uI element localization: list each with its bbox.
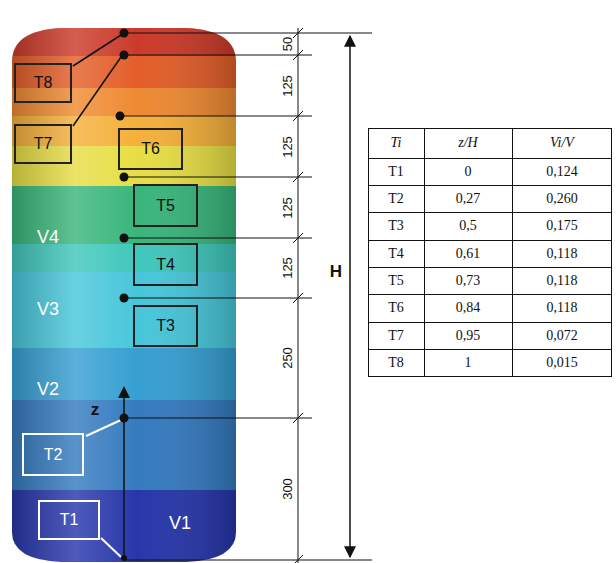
sensor-label: T3 (156, 317, 175, 335)
dimension-value: 125 (281, 136, 295, 158)
table-cell: 0,118 (547, 246, 578, 261)
sensor-dots (116, 29, 129, 562)
table-cell: 0,015 (546, 355, 578, 370)
sensor-label: T5 (156, 197, 175, 215)
volume-label: V2 (37, 380, 59, 400)
dimension-value: 125 (281, 197, 295, 219)
table-header: Vi/V (550, 135, 574, 150)
dimension-label: H (330, 263, 342, 282)
table-cell: T6 (388, 300, 404, 315)
table-cell: 0 (465, 164, 472, 179)
dimension-value: 50 (281, 37, 295, 51)
table-cell: 0,072 (546, 328, 578, 343)
leader-lines (73, 35, 121, 126)
data-table-grid (368, 128, 612, 377)
sensor-box: T6 (118, 128, 183, 170)
table-cell: T7 (388, 328, 404, 343)
table-cell: 0,5 (459, 218, 477, 233)
table-cell: 0,84 (456, 300, 481, 315)
sensor-label: T7 (34, 135, 53, 153)
sensor-box: T7 (14, 124, 72, 164)
extension-lines (120, 33, 372, 560)
table-cell: T8 (388, 355, 404, 370)
table-cell: 0,95 (456, 328, 481, 343)
table-cell: T4 (388, 246, 404, 261)
table-cell: T3 (388, 218, 404, 233)
table-cell: T1 (388, 164, 404, 179)
table-cell: 1 (465, 355, 472, 370)
table-cell: 0,124 (546, 164, 578, 179)
sensor-box: T3 (133, 305, 198, 347)
sensor-label: T4 (156, 256, 175, 274)
table-cell: T5 (388, 273, 404, 288)
dimension-value: 250 (281, 347, 295, 369)
volume-label: V4 (37, 228, 59, 248)
table-cell: 0,175 (546, 218, 578, 233)
table-cell: T2 (388, 191, 404, 206)
table-cell: 0,61 (456, 246, 481, 261)
dimension-value: 300 (281, 478, 295, 500)
dimension-value: 125 (281, 257, 295, 279)
table-cell: 0,118 (547, 300, 578, 315)
sensor-box: T8 (14, 63, 72, 103)
table-cell: 0,73 (456, 273, 481, 288)
sensor-label: T8 (34, 74, 53, 92)
volume-label: V3 (37, 300, 59, 320)
table-cell: 0,27 (456, 191, 481, 206)
table-header: z/H (458, 135, 477, 150)
sensor-label: T1 (60, 511, 79, 529)
table-header: Ti (391, 135, 402, 150)
dimension-value: 125 (281, 75, 295, 97)
leader-lines-white (86, 420, 121, 557)
table-cell: 0,118 (547, 273, 578, 288)
table-cell: 0,260 (546, 191, 578, 206)
tank-bands (0, 20, 250, 563)
sensor-label: T6 (141, 140, 160, 158)
volume-label: V1 (169, 514, 191, 534)
sensor-label: T2 (44, 446, 63, 464)
height-dimension (349, 36, 351, 557)
sensor-box: T1 (38, 500, 100, 540)
sensor-box: T5 (133, 184, 198, 227)
axis-label: z (91, 401, 100, 420)
sensor-box: T2 (22, 433, 84, 476)
sensor-box: T4 (133, 243, 198, 286)
